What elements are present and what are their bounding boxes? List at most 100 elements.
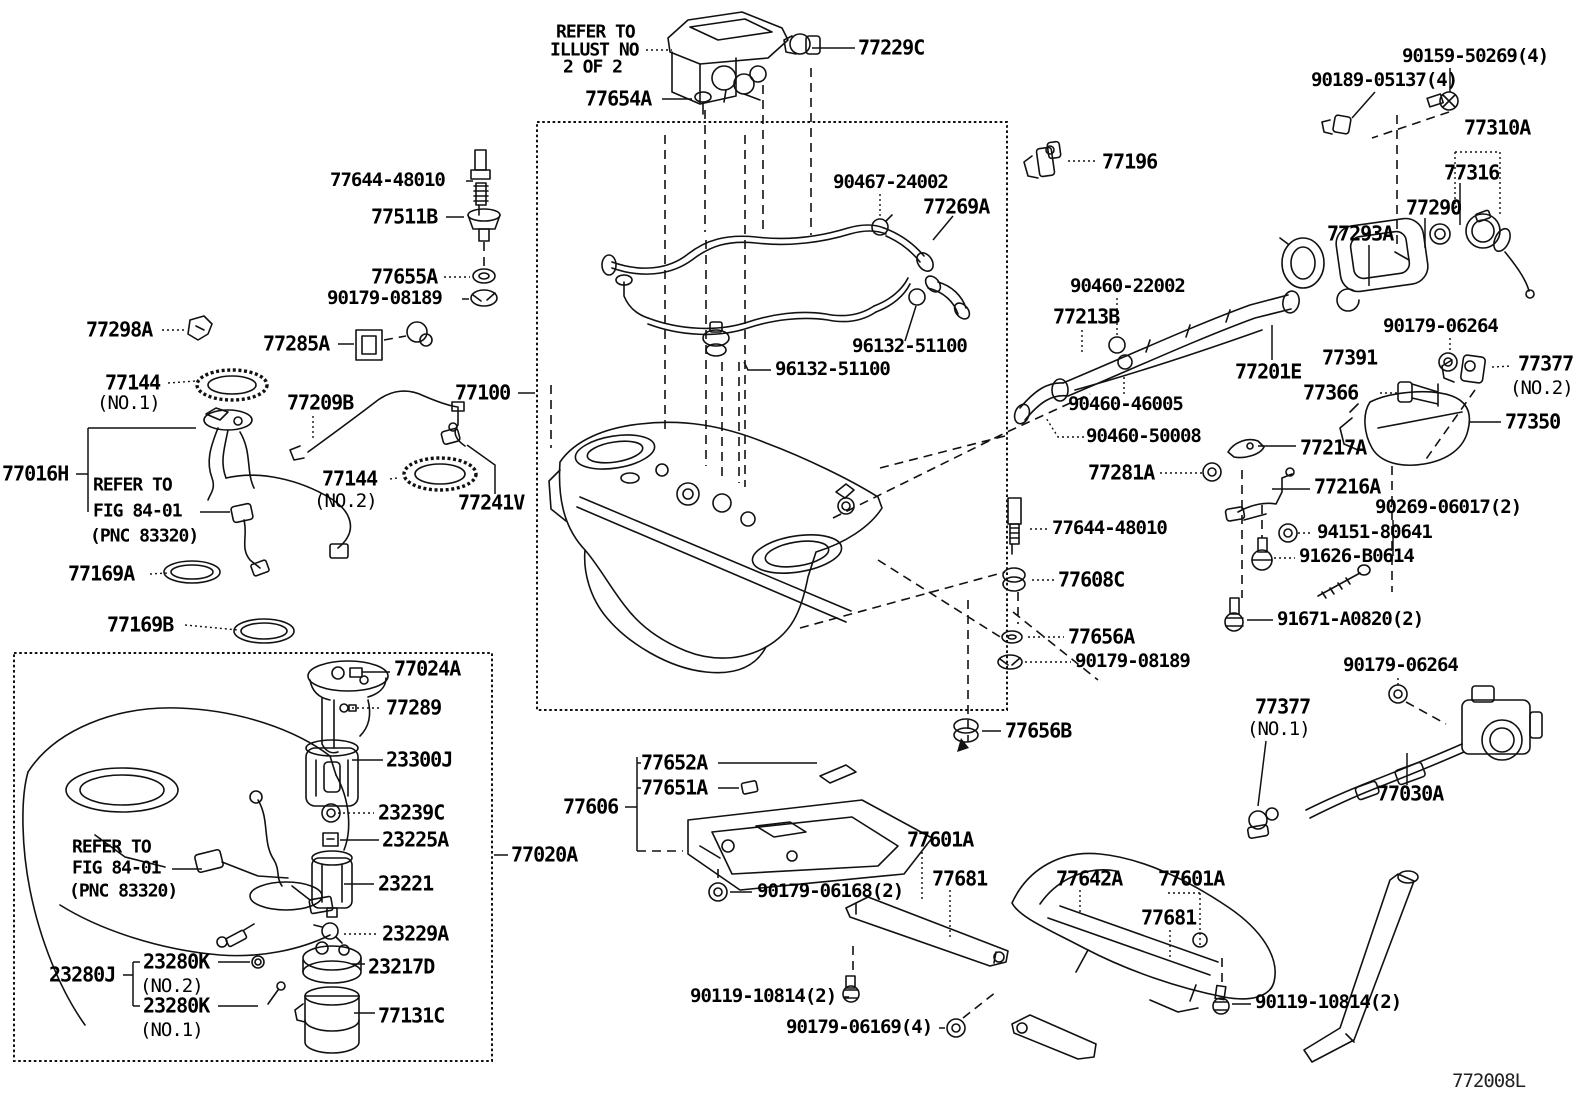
part-label-77100: 77100 <box>455 380 511 405</box>
bolt-90119-left <box>843 976 859 1002</box>
shield-77290 <box>1334 216 1430 294</box>
bolt-91671-A0820 <box>1225 598 1243 631</box>
part-label-91671-a0820-2: 91671-A0820(2) <box>1277 608 1424 631</box>
part-label-772008l: 772008L <box>1452 1070 1526 1093</box>
part-label-refer-to: REFER TO <box>93 474 173 496</box>
plug-77644-48010 <box>471 150 490 215</box>
part-label-90179-08189: 90179-08189 <box>1075 650 1191 673</box>
part-label-90179-06264: 90179-06264 <box>1383 315 1499 338</box>
part-label-77169a: 77169A <box>68 561 135 586</box>
nut-90179-06169 <box>947 1019 965 1037</box>
part-label-90189-05137-4: 90189-05137(4) <box>1311 69 1458 92</box>
fuel-tank-lower-view <box>23 708 349 1025</box>
fuel-cap-77310A <box>1466 210 1534 298</box>
part-label-77298a: 77298A <box>86 317 153 342</box>
part-label-77316: 77316 <box>1444 160 1500 185</box>
part-label-77310a: 77310A <box>1464 115 1531 140</box>
washer-90179-08189-right <box>998 655 1022 669</box>
part-label-refer-to: REFER TO <box>72 836 152 858</box>
part-label-77290: 77290 <box>1406 195 1462 220</box>
bracket-77217A <box>1228 440 1264 458</box>
part-label-77016h: 77016H <box>2 461 69 486</box>
part-label-no-2: (NO.2) <box>140 975 204 998</box>
part-label-77131c: 77131C <box>378 1003 445 1028</box>
grommet-77316 <box>1430 224 1450 244</box>
screw-90159-50269 <box>1427 92 1458 110</box>
clamp-77196 <box>1024 141 1061 178</box>
part-label-90179-08189: 90179-08189 <box>327 287 443 310</box>
clamp-77229C <box>784 34 820 54</box>
part-label-refer-to: REFER TO <box>556 21 636 43</box>
part-label-90119-10814-2: 90119-10814(2) <box>690 985 837 1008</box>
part-label-96132-51100: 96132-51100 <box>852 335 968 358</box>
pump-assembly-box <box>14 653 492 1061</box>
nut-90179-06264-upper <box>1439 353 1457 371</box>
hose-77209B <box>290 391 465 460</box>
part-label-77024a: 77024A <box>394 656 461 681</box>
washer-90179-08189 <box>471 290 497 306</box>
o-ring-77391 <box>1337 289 1359 311</box>
grommet-77281A <box>1203 463 1221 481</box>
clip-23229A <box>314 923 342 943</box>
part-label-77511b: 77511B <box>371 204 438 229</box>
part-label-77366: 77366 <box>1303 380 1359 405</box>
part-label-no-2: (NO.2) <box>314 490 378 513</box>
arrowhead <box>957 738 969 752</box>
gasket-77285A <box>356 322 432 360</box>
tab-77652A <box>820 765 856 783</box>
part-label-77169b: 77169B <box>107 612 174 637</box>
part-label-77281a: 77281A <box>1088 460 1155 485</box>
retainer-77293A <box>1280 238 1324 288</box>
retainer-77377-no1 <box>1247 808 1278 839</box>
screw-77654A <box>695 92 711 114</box>
part-label-90467-24002: 90467-24002 <box>833 171 949 194</box>
part-label-77144: 77144 <box>105 370 161 395</box>
part-label-90269-06017-2: 90269-06017(2) <box>1375 496 1522 519</box>
part-label-77644-48010: 77644-48010 <box>1052 517 1168 540</box>
clip-77298A <box>188 316 212 340</box>
part-label-pnc-83320: (PNC 83320) <box>90 525 199 547</box>
part-label-91626-b0614: 91626-B0614 <box>1299 545 1415 568</box>
fuel-pump-23221 <box>312 851 352 917</box>
part-label-90179-06264: 90179-06264 <box>1343 654 1459 677</box>
part-label-90460-22002: 90460-22002 <box>1070 275 1186 298</box>
part-label-90460-50008: 90460-50008 <box>1086 425 1202 448</box>
part-label-77216a: 77216A <box>1314 474 1381 499</box>
part-label-23225a: 23225A <box>382 827 449 852</box>
grommet-77655A <box>473 269 495 283</box>
part-label-77656a: 77656A <box>1068 624 1135 649</box>
clip-90189-05137 <box>1322 115 1351 135</box>
part-label-77196: 77196 <box>1102 149 1158 174</box>
bolt-77289 <box>340 704 356 712</box>
nut-90179-06264-lower <box>1389 685 1407 703</box>
part-label-77601a: 77601A <box>907 827 974 852</box>
part-label-no-2: (NO.2) <box>1510 377 1574 400</box>
part-label-77377: 77377 <box>1518 351 1574 376</box>
part-label-no-1: (NO.1) <box>1247 718 1311 741</box>
sender-connector <box>231 503 270 576</box>
fuel-filter-23300J <box>306 740 358 806</box>
spacer-23225A <box>323 833 338 846</box>
part-label-23280j: 23280J <box>49 962 116 987</box>
part-label-23239c: 23239C <box>378 800 445 825</box>
bolt-90119-right <box>1213 986 1229 1014</box>
part-label-77681: 77681 <box>1141 905 1197 930</box>
grommet-77608C <box>1003 568 1025 591</box>
pump-case-77131C <box>295 987 359 1053</box>
fuel-tank <box>549 422 882 672</box>
part-label-illust-no: ILLUST NO <box>550 39 640 61</box>
bracket-77216A <box>1225 468 1294 521</box>
lock-ring-77144-no2 <box>404 458 476 490</box>
part-label-77654a: 77654A <box>585 86 652 111</box>
leader-lines-solid <box>76 48 1501 1028</box>
part-label-94151-80641: 94151-80641 <box>1317 521 1433 544</box>
part-label-2-of-2: 2 OF 2 <box>563 56 623 78</box>
part-label-90460-46005: 90460-46005 <box>1068 393 1184 416</box>
part-label-77391: 77391 <box>1322 345 1378 370</box>
part-label-77350: 77350 <box>1505 409 1561 434</box>
part-label-23280k: 23280K <box>143 949 210 974</box>
bolt-91626-B0614 <box>1252 538 1272 570</box>
part-label-77241v: 77241V <box>458 490 525 515</box>
